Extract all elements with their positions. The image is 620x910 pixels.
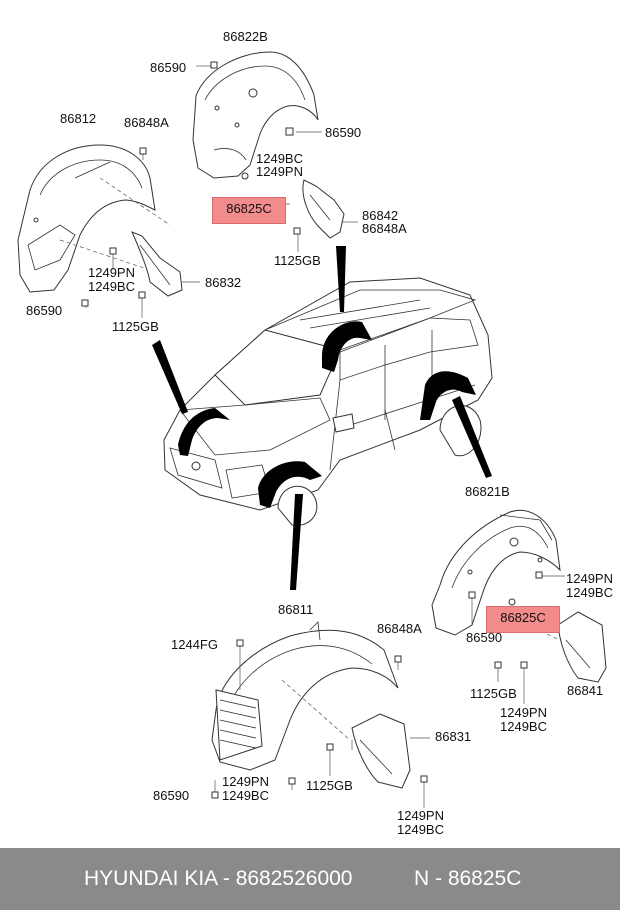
- label-86590: 86590: [153, 788, 190, 803]
- vehicle-illustration: [163, 277, 493, 526]
- brand-part-number: HYUNDAI KIA - 8682526000: [84, 867, 353, 890]
- label-1249BC: 1249BC: [397, 822, 444, 837]
- label-1249PN: 1249PN: [500, 705, 547, 720]
- label-1249PN: 1249PN: [566, 571, 613, 586]
- label-86822B: 86822B: [223, 29, 268, 44]
- label-86841: 86841: [567, 683, 604, 698]
- label-86590: 86590: [150, 60, 187, 75]
- pointer-wedge-left: [152, 340, 188, 414]
- mud-flap-86832: [131, 231, 200, 297]
- label-1249BC: 1249BC: [500, 719, 547, 734]
- label-1249BC: 1249BC: [256, 151, 303, 166]
- rear-wheel-guard-left: [192, 51, 319, 179]
- label-1125GB: 1125GB: [112, 319, 159, 334]
- label-86811: 86811: [278, 602, 314, 617]
- label-1249BC: 1249BC: [222, 788, 269, 803]
- label-86832: 86832: [205, 275, 242, 290]
- label-86848A: 86848A: [124, 115, 169, 130]
- label-1249BC: 1249BC: [88, 279, 135, 294]
- label-86842: 86842: [362, 208, 399, 223]
- mud-flap-86841: [557, 611, 607, 683]
- pointer-wedge-right: [452, 396, 492, 478]
- highlight-86825C-top: 86825C: [212, 197, 286, 224]
- label-1249PN: 1249PN: [88, 265, 135, 280]
- mud-flap-86831: [351, 713, 411, 789]
- front-wheel-guard-right: [211, 621, 399, 771]
- label-86590: 86590: [466, 630, 503, 645]
- pointer-wedge-top: [336, 246, 346, 312]
- mud-flap-86842: [241, 172, 358, 252]
- label-86848A: 86848A: [362, 221, 407, 236]
- label-86590: 86590: [26, 303, 63, 318]
- pointer-wedge-bottom: [290, 494, 303, 590]
- label-86848A: 86848A: [377, 621, 422, 636]
- label-86831: 86831: [435, 729, 472, 744]
- highlight-label: 86825C: [500, 610, 546, 625]
- highlight-86825C-right: 86825C: [486, 606, 560, 633]
- highlight-label: 86825C: [226, 201, 272, 216]
- label-1249BC: 1249BC: [566, 585, 613, 600]
- label-1249PN: 1249PN: [222, 774, 269, 789]
- label-1249PN: 1249PN: [397, 808, 444, 823]
- front-wheel-guard-left: [17, 144, 156, 293]
- rear-wheel-guard-right: [431, 509, 561, 636]
- label-86821B: 86821B: [465, 484, 510, 499]
- label-1244FG: 1244FG: [171, 637, 218, 652]
- label-1125GB: 1125GB: [306, 778, 353, 793]
- exploded-parts-diagram: [17, 51, 607, 808]
- part-number-footer: HYUNDAI KIA - 8682526000 N - 86825C: [0, 848, 620, 910]
- label-1125GB: 1125GB: [470, 686, 517, 701]
- label-1249PN: 1249PN: [256, 164, 303, 179]
- label-1125GB: 1125GB: [274, 253, 321, 268]
- label-86812: 86812: [60, 111, 97, 126]
- reference-code: N - 86825C: [414, 867, 522, 890]
- label-86590: 86590: [325, 125, 362, 140]
- screw-86590-top: [196, 61, 322, 136]
